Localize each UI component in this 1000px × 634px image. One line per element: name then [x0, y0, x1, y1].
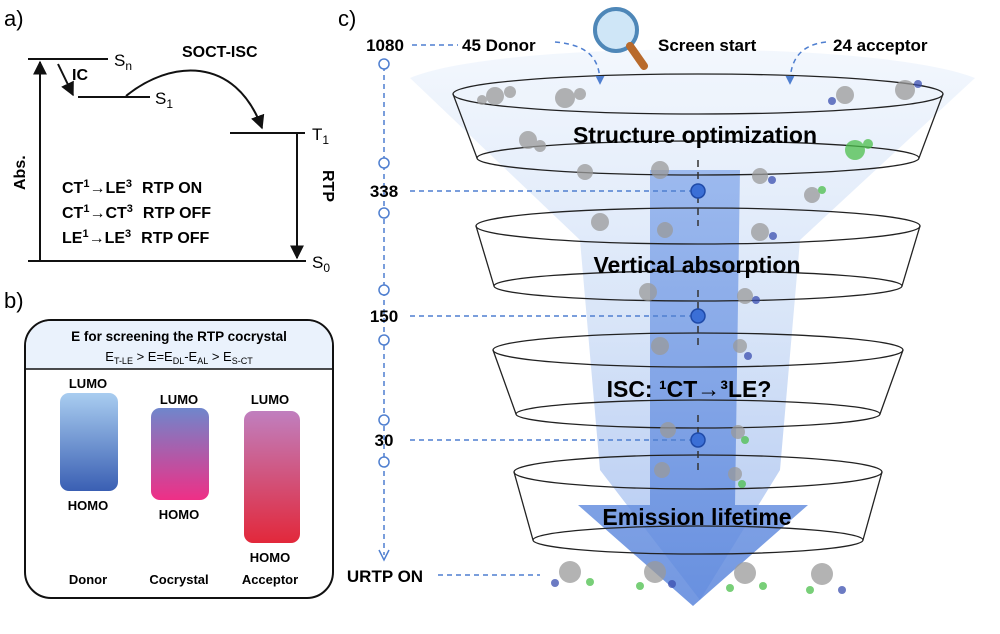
- left-flow-node: [378, 334, 390, 346]
- flow-arrow: [578, 170, 808, 606]
- count-338: 338: [370, 182, 398, 201]
- socti-arrow: [125, 69, 265, 130]
- molecule-icon: [828, 86, 854, 105]
- cocrystal-bar: [151, 408, 209, 500]
- left-flow-node: [378, 414, 390, 426]
- funnel-node-338: [690, 183, 706, 199]
- donor-name: Donor: [69, 572, 107, 587]
- molecule-icon: [551, 561, 594, 587]
- acceptor-count-label: 24 acceptor: [833, 36, 928, 55]
- funnel-node-30: [690, 432, 706, 448]
- cocrystal-homo-label: HOMO: [159, 507, 199, 522]
- molecule-icon: [651, 337, 752, 360]
- molecule-icon: [639, 283, 760, 304]
- result-label: URTP ON: [347, 567, 423, 586]
- molecule-icon: [654, 462, 746, 488]
- socti-label: SOCT-ISC: [182, 44, 258, 61]
- acceptor-name: Acceptor: [242, 572, 298, 587]
- donor-count-label: 45 Donor: [462, 36, 536, 55]
- level-t1-label: T1: [312, 125, 329, 147]
- left-flow-node: [378, 157, 390, 169]
- level-sn-label: Sn: [114, 51, 132, 73]
- left-flow-arrowhead: [378, 549, 390, 562]
- count-150: 150: [370, 307, 398, 326]
- molecule-icon: [477, 86, 516, 105]
- level-s1-label: S1: [155, 89, 173, 111]
- left-flow-node: [378, 207, 390, 219]
- left-flow-node: [378, 284, 390, 296]
- molecule-icon: [806, 563, 846, 594]
- count-1080: 1080: [366, 36, 404, 55]
- stage-label-emission-lifetime: Emission lifetime: [602, 504, 791, 530]
- abs-label: Abs.: [12, 155, 29, 190]
- molecule-icon: [660, 422, 749, 444]
- stage-label-structure-optimization: Structure optimization: [573, 122, 817, 148]
- cocrystal-name: Cocrystal: [149, 572, 208, 587]
- stage-label-vertical-absorption: Vertical absorption: [593, 252, 800, 278]
- connector-donor-funnel: [554, 41, 605, 85]
- donor-lumo-label: LUMO: [69, 376, 107, 391]
- screen-start-label: Screen start: [658, 36, 757, 55]
- left-flow-node: [378, 456, 390, 468]
- funnel-stage-1: [452, 73, 944, 176]
- connector-acceptor-funnel: [785, 41, 827, 85]
- stage-label-isc: ISC: ¹CT→³LE?: [607, 376, 772, 402]
- count-30: 30: [375, 431, 394, 450]
- molecule-icon: [636, 561, 676, 590]
- panel-c: c) Structure optimization Vertical: [338, 6, 975, 606]
- panel-a: a) Sn S1 T1 S0 Abs. IC SOCT-ISC RTP CT1→…: [4, 6, 336, 275]
- molecule-icon: [555, 88, 586, 108]
- panel-c-label: c): [338, 6, 356, 31]
- molecule-icon: [726, 562, 767, 592]
- panel-b-formula: ET-LE > E=EDL-EAL > ES-CT: [105, 349, 253, 366]
- molecule-icon: [895, 80, 922, 100]
- panel-b: b) E for screening the RTP cocrystal ET-…: [4, 288, 334, 599]
- magnifier-icon: [593, 7, 648, 70]
- funnel-node-150: [690, 308, 706, 324]
- panel-b-header-bg: [26, 321, 332, 369]
- ic-label: IC: [72, 67, 88, 84]
- panel-b-label: b): [4, 288, 24, 313]
- molecule-icon: [577, 161, 776, 184]
- panel-a-label: a): [4, 6, 24, 31]
- molecule-icon: [519, 131, 546, 152]
- rtp-label: RTP: [319, 170, 336, 202]
- cocrystal-lumo-label: LUMO: [160, 392, 198, 407]
- left-flow-nodes: [378, 58, 390, 468]
- acceptor-lumo-label: LUMO: [251, 392, 289, 407]
- molecule-icon: [804, 186, 826, 203]
- donor-bar: [60, 393, 118, 491]
- level-s0-label: S0: [312, 253, 330, 275]
- molecule-icons: [477, 80, 922, 594]
- acceptor-homo-label: HOMO: [250, 550, 290, 565]
- acceptor-bar: [244, 411, 300, 543]
- left-flow-node: [378, 58, 390, 70]
- donor-homo-label: HOMO: [68, 498, 108, 513]
- molecule-icon: [591, 213, 777, 241]
- ic-arrow: [57, 63, 74, 97]
- molecule-icon: [845, 139, 873, 160]
- panel-b-title: E for screening the RTP cocrystal: [71, 329, 287, 344]
